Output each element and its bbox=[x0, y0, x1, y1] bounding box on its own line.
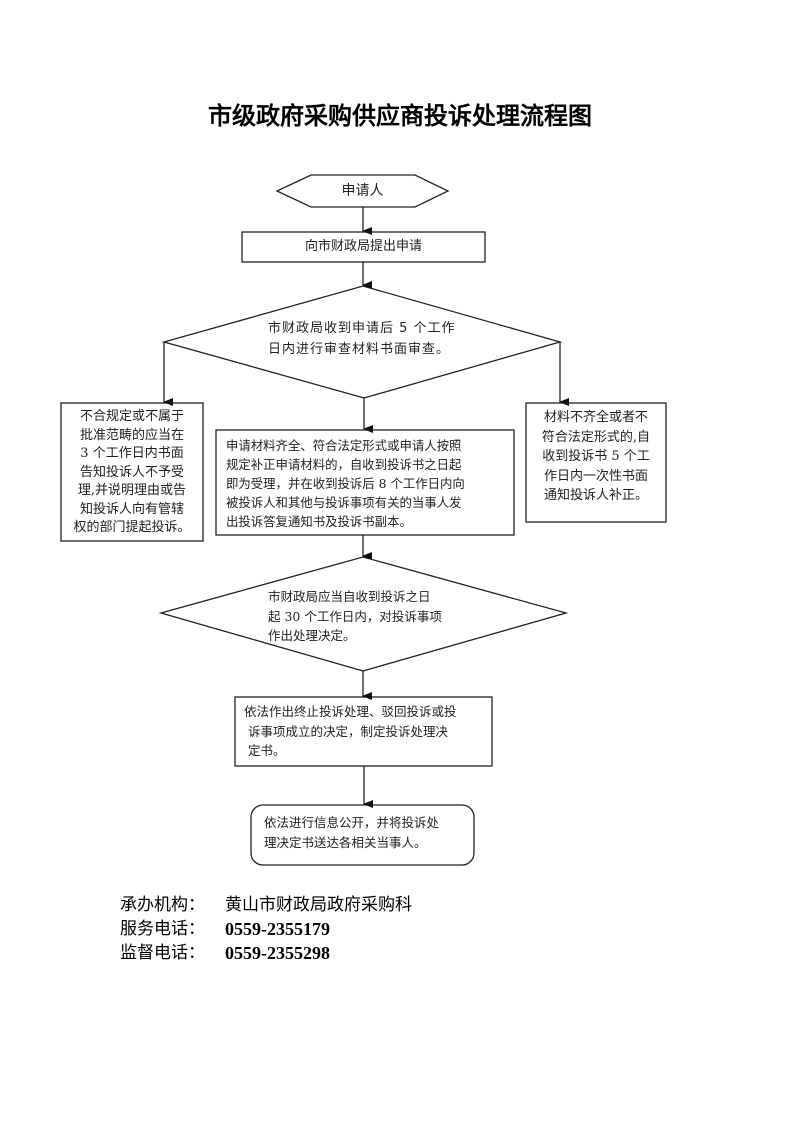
reject-text: 不合规定或不属于 批准范畴的应当在 3 个工作日内书面 告知投诉人不予受 理,并… bbox=[63, 408, 201, 538]
submit-label: 向市财政局提出申请 bbox=[304, 239, 422, 254]
decision-line: 依法作出终止投诉处理、驳回投诉或投 bbox=[244, 704, 457, 719]
org-row: 承办机构： 黄山市财政局政府采购科 bbox=[120, 893, 412, 917]
supplement-box bbox=[525, 402, 667, 523]
publish-box bbox=[250, 804, 475, 866]
review-line: 日内进行审查材料书面审查。 bbox=[268, 342, 451, 357]
reject-line: 权的部门提起投诉。 bbox=[73, 520, 191, 535]
supplement-line: 作日内一次性书面 bbox=[543, 468, 648, 484]
service-phone-label: 服务电话： bbox=[120, 919, 205, 939]
accept-line: 出投诉答复通知书及投诉书副本。 bbox=[226, 514, 412, 529]
supplement-line: 收到投诉书 5 个工 bbox=[542, 449, 650, 464]
org-label: 承办机构： bbox=[120, 895, 205, 915]
decide-line: 作出处理决定。 bbox=[268, 628, 356, 643]
reject-line: 理,并说明理由或告 bbox=[77, 483, 187, 498]
supplement-text: 材料不齐全或者不 符合法定形式的,自 收到投诉书 5 个工 作日内一次性书面 通… bbox=[528, 408, 664, 506]
org-value: 黄山市财政局政府采购科 bbox=[225, 895, 412, 915]
reject-line: 告知投诉人不予受 bbox=[79, 464, 184, 480]
start-hexagon bbox=[275, 174, 450, 208]
decision-line: 定书。 bbox=[248, 743, 286, 758]
reject-line: 3 个工作日内书面 bbox=[80, 446, 184, 461]
service-phone-row: 服务电话： 0559-2355179 bbox=[120, 917, 412, 941]
reject-box bbox=[60, 402, 204, 542]
review-line: 市财政局收到申请后 5 个工作 bbox=[268, 321, 456, 336]
decision-text: 依法作出终止投诉处理、驳回投诉或投 诉事项成立的决定，制定投诉处理决 定书。 bbox=[244, 702, 489, 761]
reject-line: 批准范畴的应当在 bbox=[79, 427, 184, 443]
supervise-phone-value: 0559-2355298 bbox=[225, 943, 330, 963]
decide-line: 市财政局应当自收到投诉之日 bbox=[268, 589, 431, 604]
accept-line: 申请材料齐全、符合法定形式或申请人按照 bbox=[226, 438, 462, 453]
supplement-line: 通知投诉人补正。 bbox=[543, 488, 648, 503]
decision-line: 诉事项成立的决定，制定投诉处理决 bbox=[248, 723, 449, 739]
publish-line: 理决定书送达各相关当事人。 bbox=[264, 834, 427, 850]
review-text: 市财政局收到申请后 5 个工作 日内进行审查材料书面审查。 bbox=[268, 318, 478, 360]
supervise-phone-label: 监督电话： bbox=[120, 943, 205, 963]
page-title: 市级政府采购供应商投诉处理流程图 bbox=[208, 101, 592, 130]
accept-line: 规定补正申请材料的，自收到投诉书之日起 bbox=[226, 457, 462, 472]
service-phone-value: 0559-2355179 bbox=[225, 919, 330, 939]
reject-line: 知投诉人向有管辖 bbox=[79, 501, 184, 517]
contact-info: 承办机构： 黄山市财政局政府采购科 服务电话： 0559-2355179 监督电… bbox=[120, 893, 412, 965]
decide-text: 市财政局应当自收到投诉之日 起 30 个工作日内，对投诉事项 作出处理决定。 bbox=[268, 587, 468, 646]
accept-line: 被投诉人和其他与投诉事项有关的当事人发 bbox=[226, 495, 462, 510]
supplement-line: 符合法定形式的,自 bbox=[541, 429, 651, 445]
decide-line: 起 30 个工作日内，对投诉事项 bbox=[268, 608, 442, 624]
start-label: 申请人 bbox=[341, 183, 384, 199]
accept-text: 申请材料齐全、符合法定形式或申请人按照 规定补正申请材料的，自收到投诉书之日起 … bbox=[226, 436, 511, 531]
supplement-line: 材料不齐全或者不 bbox=[543, 410, 648, 425]
publish-text: 依法进行信息公开，并将投诉处 理决定书送达各相关当事人。 bbox=[264, 813, 469, 852]
publish-line: 依法进行信息公开，并将投诉处 bbox=[264, 815, 440, 830]
accept-line: 即为受理，并在收到投诉后 8 个工作日内向 bbox=[226, 476, 465, 491]
reject-line: 不合规定或不属于 bbox=[79, 409, 184, 424]
supervise-phone-row: 监督电话： 0559-2355298 bbox=[120, 941, 412, 965]
